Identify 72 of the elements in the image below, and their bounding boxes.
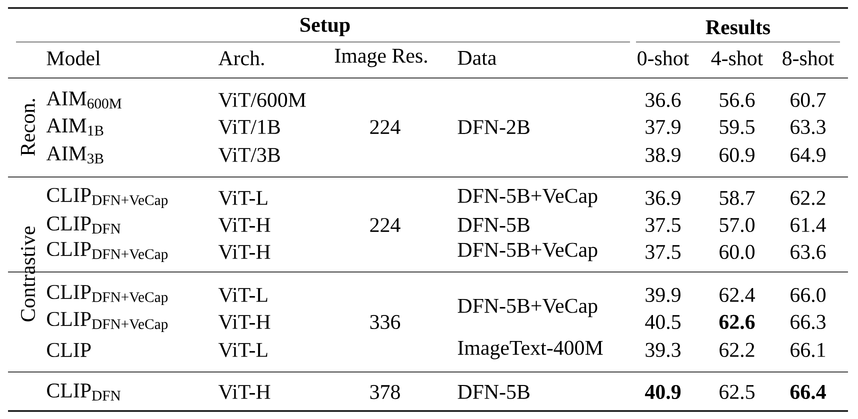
table-cell: 63.3 [790,120,826,134]
table-cell: ImageText-400M [458,340,603,360]
table-cell: 336 [370,314,400,330]
table-cell: ViT-L [218,342,268,358]
table-cell: DFN-5B+VeCap [458,298,598,318]
table-cell: 62.2 [720,342,754,358]
table-cell: 378 [370,384,400,400]
table-cell: CLIP [47,342,91,358]
table-cell: 62.5 [720,384,754,400]
table-cell: ViT-L [218,288,268,302]
table-cell: ViT/600M [218,92,306,108]
table-cell: 60.0 [720,244,755,260]
table-cell: 39.3 [646,342,680,358]
table-cell: ViT/1B [218,120,280,134]
table-cell: 62.4 [720,288,755,302]
table-cell: CLIP$_{DFN+VeCap}$ [47,188,168,208]
table-cell: 38.9 [646,148,680,162]
header-cell: 8-shot [782,50,834,66]
table-cell: 60.9 [720,148,754,162]
header-cell: Arch. [218,50,264,66]
group-label: Recon. [21,99,35,156]
table-cell: CLIP$_{DFN}$ [47,216,120,234]
table-cell: ViT-H [218,384,270,400]
table-cell: ViT-L [218,190,268,206]
table-cell: 62.2 [790,190,826,206]
header-cell: Data [458,51,496,65]
table-cell: 62.6 [719,314,755,330]
table-cell: 60.7 [790,92,826,108]
table-cell: ViT-H [218,314,270,330]
table-cell: ViT/3B [218,148,280,162]
table-cell: 66.0 [790,288,826,302]
header-cell: Image Res. [334,48,427,68]
table-cell: 57.0 [720,218,755,232]
table-cell: DFN-5B [458,385,530,399]
table-cell: DFN-5B+VeCap [458,188,598,208]
table-cell: ViT-H [218,244,270,260]
table-cell: ViT-H [218,218,270,232]
table-cell: 61.4 [790,218,826,232]
table-cell: CLIP$_{DFN+VeCap}$ [47,312,168,332]
table-cell: 224 [370,120,400,134]
table-cell: 40.5 [645,314,680,330]
table-cell: 224 [370,218,400,232]
table-cell: 59.5 [720,120,754,134]
table-cell: 37.9 [646,120,680,134]
table-cell: AIM$_{3B}$ [46,146,104,164]
table-cell: AIM$_{600M}$ [46,91,122,109]
table-cell: 56.6 [720,92,755,108]
table-cell: 36.9 [646,190,680,206]
table-cell: 39.9 [646,288,680,302]
header-cell: Setup [300,18,350,36]
group-label: Contrastive [20,226,36,322]
table-cell: 64.9 [790,148,826,162]
table-cell: 63.6 [790,244,826,260]
table-cell: 36.6 [646,92,681,108]
table-cell: 37.5 [646,218,680,232]
table-cell: 40.9 [644,384,681,400]
table-cell: 58.7 [720,190,755,206]
table-cell: DFN-5B [458,218,530,232]
table-cell: 66.1 [790,342,826,358]
header-cell: 0-shot [638,50,690,66]
table-cell: CLIP$_{DFN+VeCap}$ [47,242,168,262]
table-cell: DFN-2B [458,120,530,134]
table-cell: AIM$_{1B}$ [46,118,104,136]
header-cell: Results [706,20,770,34]
table-cell: 66.3 [790,314,826,330]
table-cell: 66.4 [790,384,826,400]
header-cell: Model [46,50,100,66]
table-cell: CLIP$_{DFN+VeCap}$ [47,284,168,306]
header-cell: 4-shot [711,50,764,66]
table-cell: DFN-5B+VeCap [458,242,598,262]
table-cell: CLIP$_{DFN}$ [47,384,120,400]
table-cell: 37.5 [646,244,680,260]
